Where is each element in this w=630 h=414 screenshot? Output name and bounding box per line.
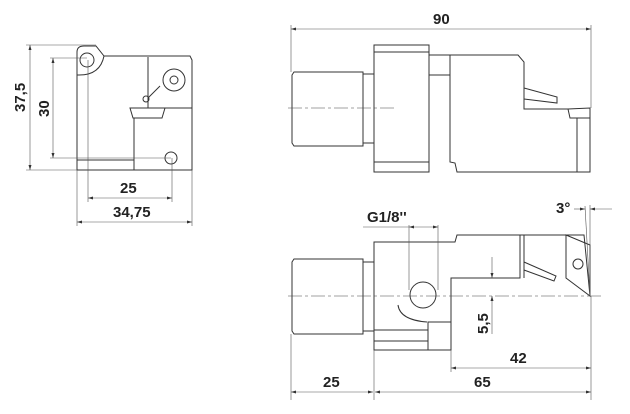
end-view: 37,5 30 25 34,75 xyxy=(12,44,193,226)
dim-37-5: 37,5 xyxy=(12,83,29,112)
insert-screw xyxy=(572,258,584,270)
coolant-port xyxy=(409,281,437,309)
dim-thread: G1/8'' xyxy=(367,209,407,226)
coolant-fitting xyxy=(162,68,186,92)
dim-25-shank: 25 xyxy=(323,374,340,391)
dim-65: 65 xyxy=(474,374,491,391)
dim-5-5: 5,5 xyxy=(475,313,492,334)
insert-pocket xyxy=(520,234,591,297)
dim-30: 30 xyxy=(36,100,53,117)
end-view-outline xyxy=(76,45,193,171)
insert xyxy=(565,234,591,297)
coolant-pipe-front xyxy=(523,261,557,282)
shank xyxy=(291,71,364,147)
dim-25-side: 25 xyxy=(120,180,137,197)
dim-90: 90 xyxy=(433,11,450,28)
body-front xyxy=(373,234,521,351)
shank-front xyxy=(291,258,364,335)
dim-34-75: 34,75 xyxy=(113,204,151,221)
mount-hole-top xyxy=(79,52,95,68)
coolant-pipe xyxy=(147,85,161,99)
dim-42: 42 xyxy=(510,350,527,367)
body xyxy=(373,44,430,173)
top-view: 90 xyxy=(288,11,592,173)
ear-arc xyxy=(76,55,105,76)
coolant-pipe-top xyxy=(523,87,558,104)
insert-profile xyxy=(129,107,166,119)
front-view: G1/8'' 3° 5,5 42 25 65 xyxy=(288,200,612,400)
dim-angle: 3° xyxy=(556,200,570,217)
